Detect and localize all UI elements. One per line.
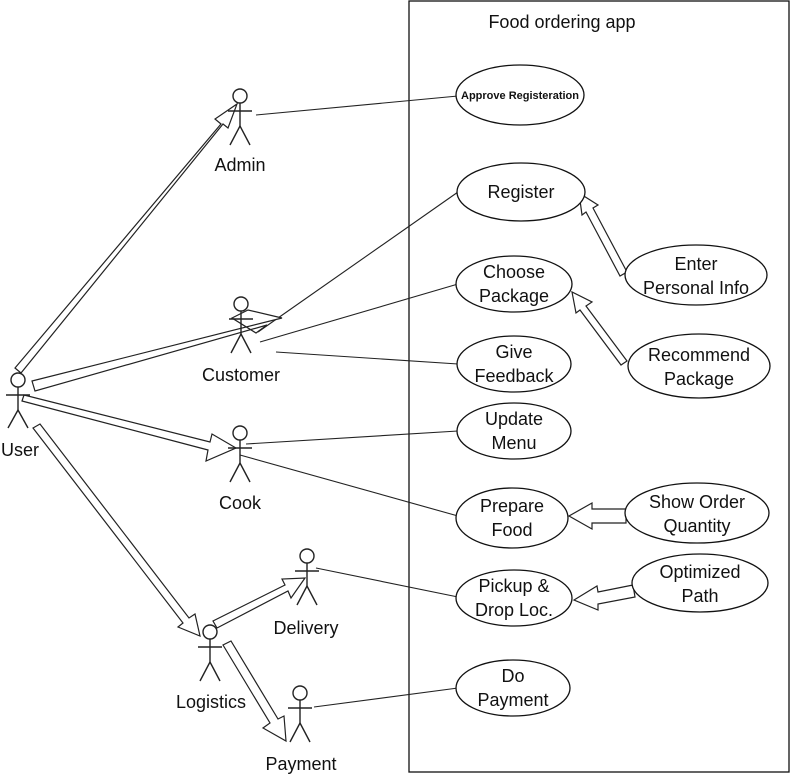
svg-text:Personal Info: Personal Info — [643, 278, 749, 298]
use-case-pickup-drop: Pickup & Drop Loc. — [455, 569, 573, 627]
actor-payment-label: Payment — [265, 754, 336, 774]
use-case-optimized-path: Optimized Path — [631, 553, 769, 613]
actor-user: User — [1, 372, 39, 460]
svg-text:Path: Path — [681, 586, 718, 606]
use-case-show-order-quantity: Show Order Quantity — [624, 482, 770, 544]
actor-delivery-figure — [295, 548, 319, 606]
svg-text:Food: Food — [491, 520, 532, 540]
actor-admin-label: Admin — [214, 155, 265, 175]
assoc-cook-update — [245, 430, 459, 445]
actor-logistics-label: Logistics — [176, 692, 246, 712]
actor-cook: Cook — [219, 425, 262, 513]
use-case-recommend-package: Recommend Package — [627, 333, 771, 399]
svg-text:Do: Do — [501, 666, 524, 686]
svg-text:Package: Package — [664, 369, 734, 389]
system-boundary — [408, 0, 790, 773]
actor-admin: Admin — [214, 88, 266, 175]
gen-logistics-payment — [222, 640, 287, 743]
svg-text:Drop Loc.: Drop Loc. — [475, 600, 553, 620]
use-case-give-feedback: Give Feedback — [456, 335, 572, 393]
svg-text:Give: Give — [495, 342, 532, 362]
gen-user-cook — [21, 394, 238, 462]
svg-text:Update: Update — [485, 409, 543, 429]
svg-text:Quantity: Quantity — [663, 516, 730, 536]
gen-enter-register — [578, 191, 628, 277]
svg-text:Register: Register — [487, 182, 554, 202]
gen-recommend-choose — [571, 290, 628, 366]
use-case-choose-package: Choose Package — [455, 255, 573, 313]
actor-cook-figure — [228, 425, 252, 483]
gen-user-customer — [31, 309, 283, 392]
gen-optimized-pickup — [572, 584, 636, 611]
svg-text:Approve Registeration: Approve Registeration — [461, 90, 579, 102]
generalization-arrows — [14, 102, 636, 743]
use-case-approve: Approve Registeration — [455, 64, 585, 126]
assoc-customer-choose — [259, 283, 459, 343]
actor-logistics-figure — [198, 624, 222, 682]
assoc-payment-do — [313, 687, 459, 708]
association-lines — [239, 95, 459, 708]
use-case-enter-personal-info: Enter Personal Info — [624, 244, 768, 306]
svg-text:Show Order: Show Order — [649, 492, 745, 512]
actor-customer: Customer — [202, 296, 280, 385]
gen-user-logistics — [32, 423, 201, 637]
use-case-update-menu: Update Menu — [456, 402, 572, 460]
actor-payment-figure — [288, 685, 312, 743]
gen-show-prepare — [567, 501, 627, 531]
actor-cook-label: Cook — [219, 493, 262, 513]
actor-delivery-label: Delivery — [273, 618, 338, 638]
assoc-admin-approve — [255, 95, 459, 116]
svg-text:Payment: Payment — [477, 690, 548, 710]
svg-text:Pickup &: Pickup & — [478, 576, 549, 596]
gen-logistics-delivery — [212, 577, 307, 629]
svg-text:Feedback: Feedback — [474, 366, 554, 386]
actor-user-figure — [6, 372, 30, 429]
gen-user-admin — [14, 102, 239, 374]
assoc-delivery-pickup — [315, 567, 459, 598]
use-case-register: Register — [456, 162, 586, 222]
svg-text:Package: Package — [479, 286, 549, 306]
svg-text:Choose: Choose — [483, 262, 545, 282]
use-case-do-payment: Do Payment — [455, 659, 571, 717]
svg-text:Recommend: Recommend — [648, 345, 750, 365]
actor-payment: Payment — [265, 685, 337, 774]
svg-text:Optimized: Optimized — [659, 562, 740, 582]
system-title: Food ordering app — [488, 12, 635, 32]
assoc-customer-feedback — [275, 351, 459, 365]
actor-delivery: Delivery — [273, 548, 339, 638]
assoc-customer-register — [257, 191, 459, 333]
svg-text:Prepare: Prepare — [480, 496, 544, 516]
actor-customer-figure — [229, 296, 253, 354]
actor-logistics: Logistics — [176, 624, 246, 712]
actor-customer-label: Customer — [202, 365, 280, 385]
svg-text:Menu: Menu — [491, 433, 536, 453]
use-case-prepare-food: Prepare Food — [455, 487, 569, 549]
actor-user-label: User — [1, 440, 39, 460]
actor-admin-figure — [228, 88, 252, 146]
assoc-cook-prepare — [239, 454, 459, 517]
svg-text:Enter: Enter — [674, 254, 717, 274]
